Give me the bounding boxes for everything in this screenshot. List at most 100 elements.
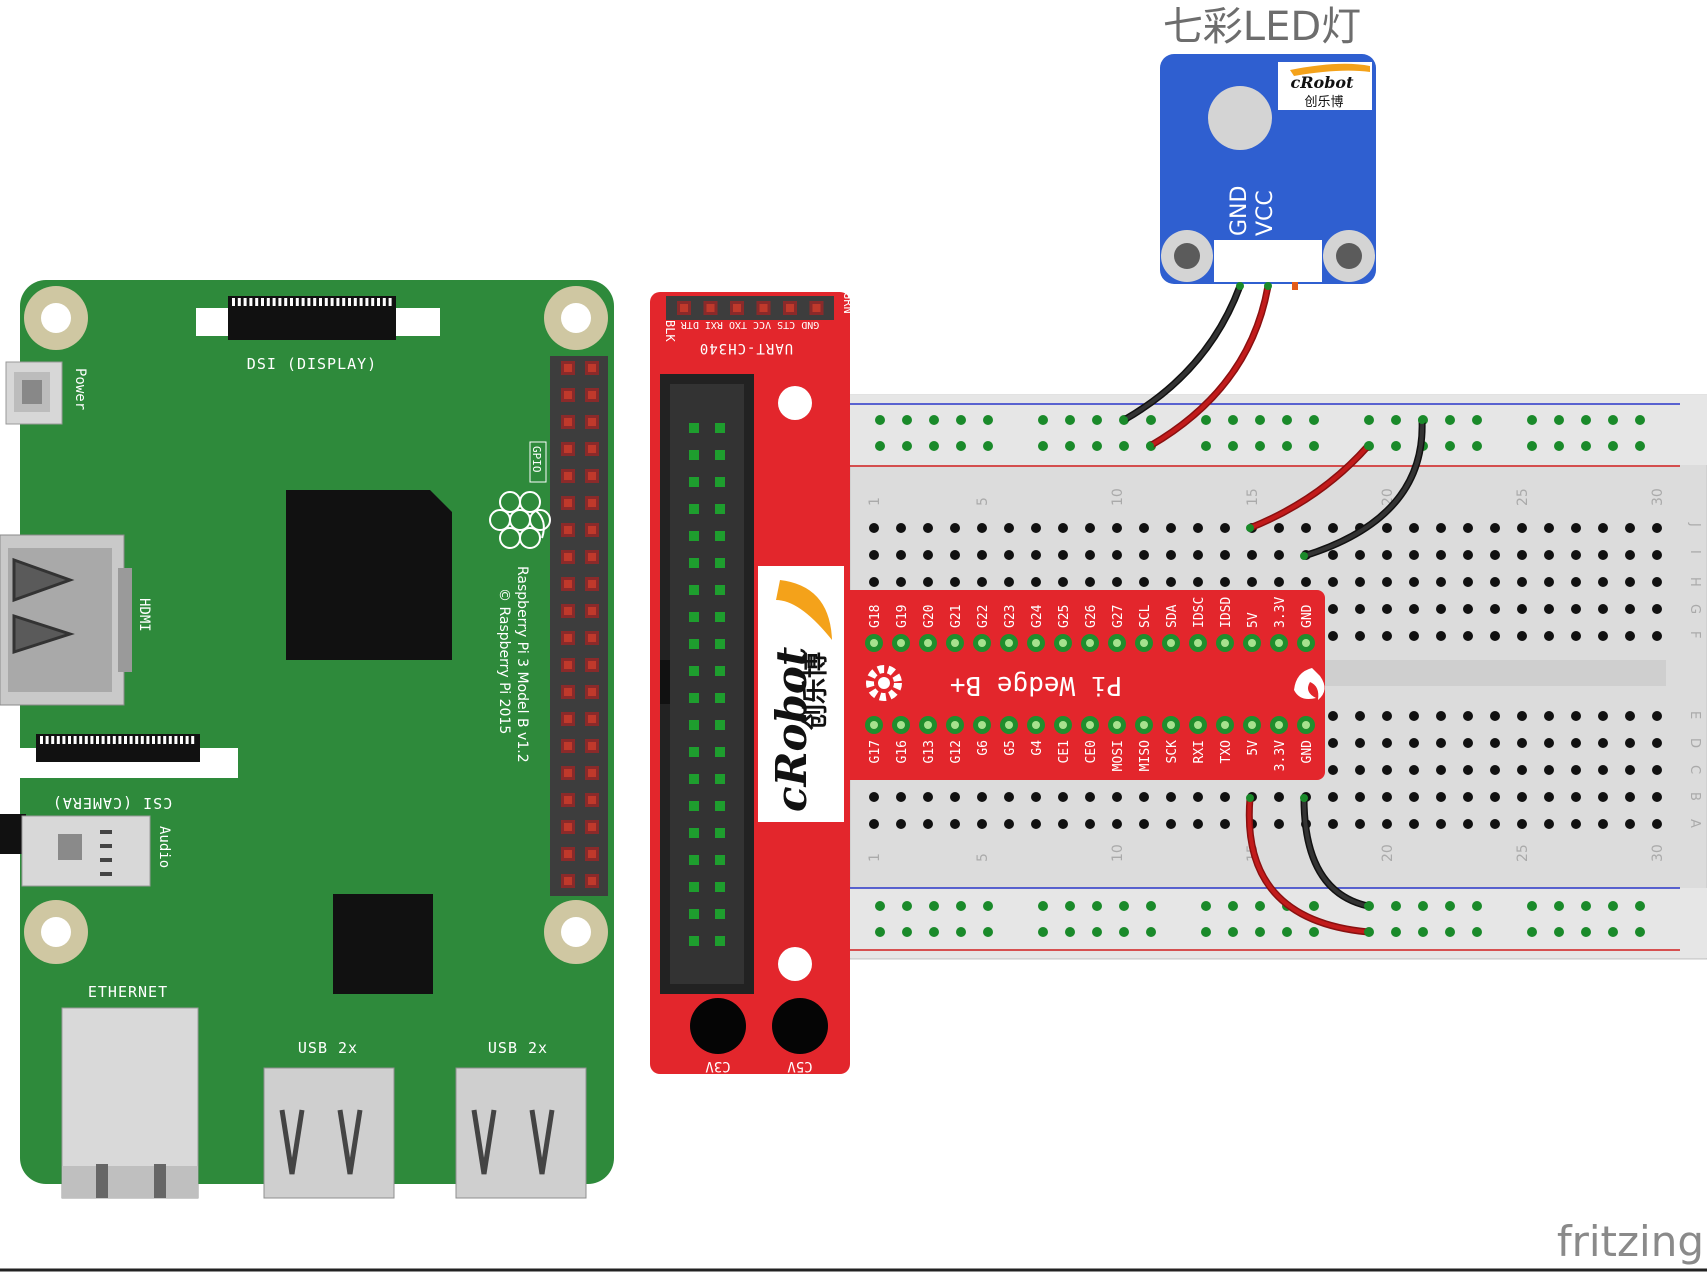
wedge-bottom-pin-label: G6 [976, 740, 991, 756]
wedge-top-pin-label: 5V [1246, 612, 1261, 628]
breadboard-hole [1220, 577, 1230, 587]
breadboard-hole [1274, 577, 1284, 587]
socket-pin [715, 558, 725, 568]
breadboard-hole [1274, 550, 1284, 560]
breadboard-hole [1382, 792, 1392, 802]
dsi-label: DSI (DISPLAY) [247, 355, 377, 373]
socket-pin [689, 666, 699, 676]
gpio-adapter-board: BLK GRN GND CTS VCC TXO RXI DTR UART-CH3… [650, 292, 1325, 1074]
pi-wedge [850, 590, 1325, 780]
rail-hole [1364, 415, 1374, 425]
breadboard-hole [1112, 819, 1122, 829]
socket-pin [689, 747, 699, 757]
socket-pin [715, 504, 725, 514]
usb-port-2[interactable] [455, 1067, 587, 1199]
socket-pin [689, 450, 699, 460]
breadboard-hole [1598, 792, 1608, 802]
breadboard-hole [1328, 523, 1338, 533]
audio-label: Audio [156, 826, 172, 868]
row-letter: I [1687, 550, 1702, 554]
rail-hole [983, 927, 993, 937]
breadboard-hole [1652, 792, 1662, 802]
breadboard-hole [1409, 819, 1419, 829]
adapter-brand: cRobot [767, 647, 816, 812]
csi-label: CSI (CAMERA) [52, 794, 172, 812]
rail-hole [929, 927, 939, 937]
breadboard-hole [1436, 523, 1446, 533]
socket-pin [689, 693, 699, 703]
row-letter: B [1687, 792, 1702, 801]
rail-hole [1581, 415, 1591, 425]
rail-hole [1119, 901, 1129, 911]
breadboard-hole [1436, 738, 1446, 748]
breadboard-hole [896, 792, 906, 802]
wedge-bottom-pin-label: G5 [1003, 740, 1018, 756]
power-port[interactable] [5, 361, 63, 425]
breadboard-hole [1220, 819, 1230, 829]
breadboard-hole [1409, 792, 1419, 802]
breadboard-hole [1409, 577, 1419, 587]
socket-pin [715, 450, 725, 460]
breadboard-hole [977, 550, 987, 560]
breadboard-hole [1220, 523, 1230, 533]
rail-hole [1635, 415, 1645, 425]
rail-hole [1635, 901, 1645, 911]
hdmi-port[interactable] [0, 534, 132, 706]
rail-hole [1092, 901, 1102, 911]
rail-hole [1554, 441, 1564, 451]
breadboard-hole [1112, 550, 1122, 560]
wedge-top-pin-label: G23 [1003, 605, 1018, 628]
breadboard-hole [1031, 550, 1041, 560]
breadboard-hole [1058, 792, 1068, 802]
wedge-bottom-pin-label: MISO [1138, 740, 1153, 771]
breadboard-hole [923, 792, 933, 802]
gpio-label: GPIO [530, 446, 543, 473]
breadboard-hole [1058, 819, 1068, 829]
wedge-top-pin-label: SCL [1138, 604, 1153, 628]
breadboard-hole [1625, 523, 1635, 533]
breadboard-hole [1058, 523, 1068, 533]
breadboard-hole [1112, 577, 1122, 587]
breadboard-hole [1274, 523, 1284, 533]
wedge-bottom-pin-label: G12 [949, 740, 964, 763]
wedge-bottom-pin-label: 5V [1246, 740, 1261, 756]
usb-port-1[interactable] [263, 1067, 395, 1199]
breadboard-hole [1409, 631, 1419, 641]
gpio-pins [561, 361, 599, 888]
breadboard-hole [977, 577, 987, 587]
breadboard-hole [1652, 550, 1662, 560]
breadboard-hole [1085, 819, 1095, 829]
rail-hole [1119, 441, 1129, 451]
breadboard-hole [1652, 819, 1662, 829]
breadboard-hole [977, 819, 987, 829]
ethernet-port[interactable] [61, 1007, 199, 1199]
socket-pin [715, 666, 725, 676]
breadboard-hole [1625, 792, 1635, 802]
breadboard-hole [1598, 819, 1608, 829]
rail-hole [1472, 901, 1482, 911]
rail-hole [902, 441, 912, 451]
breadboard-hole [1004, 819, 1014, 829]
ethernet-label: ETHERNET [88, 983, 168, 1001]
column-number: 30 [1650, 844, 1666, 862]
breadboard-hole [1598, 711, 1608, 721]
breadboard-hole [1598, 523, 1608, 533]
wedge-bottom-pin-label: G13 [922, 740, 937, 763]
wedge-bottom-pin-label: SCK [1165, 740, 1180, 764]
module-brand-cn: 创乐博 [1304, 95, 1343, 110]
gear-icon [866, 665, 902, 701]
row-letter: C [1687, 765, 1702, 774]
rail-hole [1581, 441, 1591, 451]
rail-hole [956, 441, 966, 451]
usb2-label: USB 2x [488, 1039, 548, 1057]
audio-jack[interactable] [0, 814, 151, 887]
rail-hole [1282, 415, 1292, 425]
breadboard-hole [1544, 819, 1554, 829]
breadboard-hole [1301, 523, 1311, 533]
breadboard-hole [869, 792, 879, 802]
rail-hole [1581, 927, 1591, 937]
breadboard-hole [1544, 738, 1554, 748]
socket-pin [715, 639, 725, 649]
